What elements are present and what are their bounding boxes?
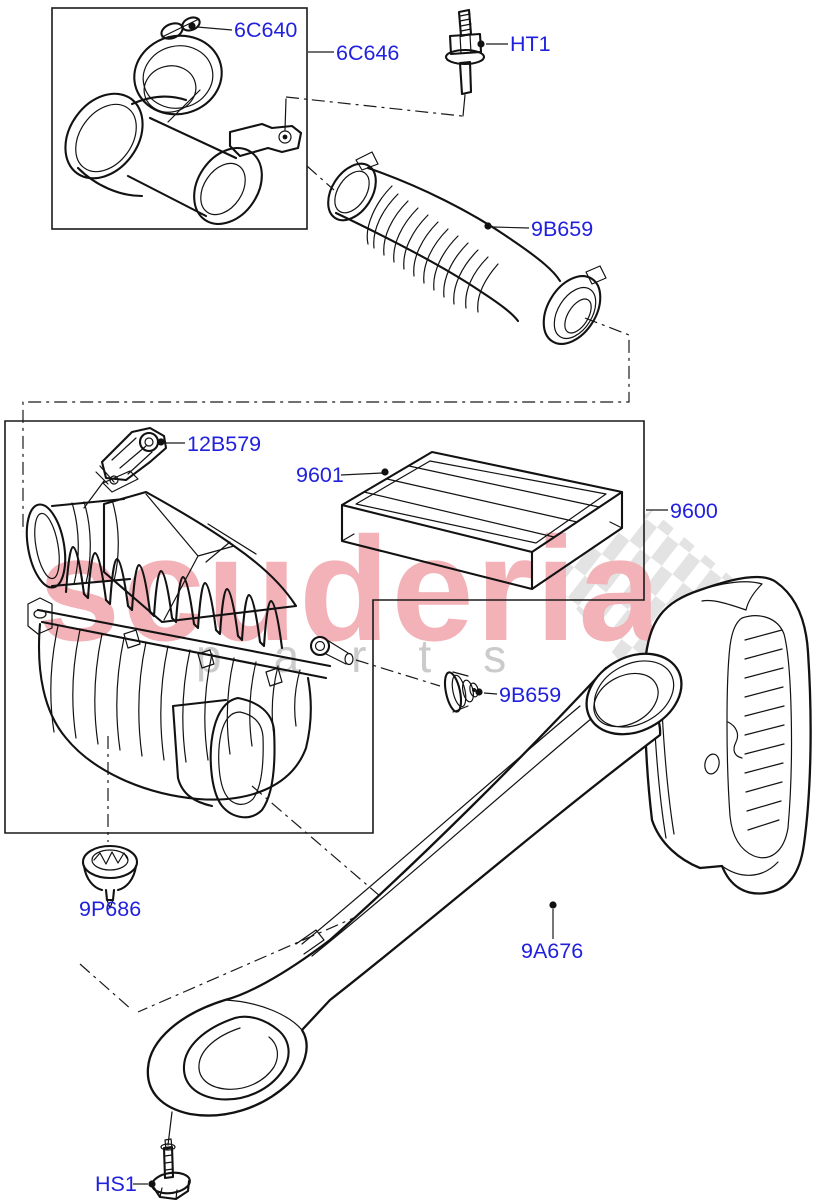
bolt-hs1 [151,1138,191,1200]
air-cleaner-housing [25,470,354,819]
callout-9601: 9601 [296,463,389,487]
maf-sensor-12b579 [83,426,168,509]
callout-12b579: 12B579 [157,432,261,456]
stud-ht1 [444,8,486,96]
callout-9b659-duct: 9B659 [484,217,593,241]
callout-9a676: 9A676 [521,901,583,963]
callout-6c640-label[interactable]: 6C640 [234,18,297,42]
duct-collar [585,652,683,736]
maf-hose-assembly [64,16,303,225]
assembly-box-9600 [4,420,645,834]
callout-9p686: 9P686 [79,897,141,921]
callout-9b659-duct-label[interactable]: 9B659 [531,217,593,241]
callout-hs1: HS1 [95,1172,156,1196]
reference-lines [22,94,630,1013]
callout-6c646-label[interactable]: 6C646 [336,41,399,65]
air-filter-9601 [340,450,624,591]
callout-ht1-label[interactable]: HT1 [510,32,551,56]
intake-duct-9a676 [146,666,662,1146]
callout-9600-label[interactable]: 9600 [670,499,718,523]
callout-6c646: 6C646 [308,41,399,65]
callout-9p686-label[interactable]: 9P686 [79,897,141,921]
callout-ht1: HT1 [477,32,551,56]
intake-scoop [643,575,812,895]
callout-9600: 9600 [646,499,718,523]
callout-6c640: 6C640 [188,18,297,42]
callout-12b579-label[interactable]: 12B579 [187,432,261,456]
subassembly-box-6c646 [51,7,308,230]
watermark-sub-text: parts [196,630,558,682]
callout-9601-label[interactable]: 9601 [296,463,344,487]
callout-9b659-grommet-label[interactable]: 9B659 [499,683,561,707]
callout-hs1-label[interactable]: HS1 [95,1172,137,1196]
callout-9a676-label[interactable]: 9A676 [521,939,583,963]
callout-9b659-grommet: 9B659 [475,683,561,707]
grommet-9p686 [81,844,139,909]
callouts: 6C640 6C646 HT1 9B659 12B579 9601 [79,18,718,1196]
corrugated-duct-9b659 [327,151,607,345]
